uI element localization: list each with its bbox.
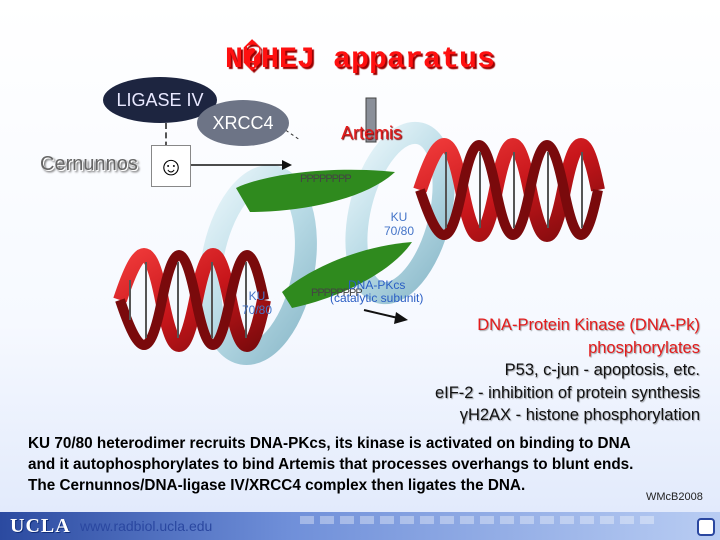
credit-label: WMcB2008 — [646, 491, 703, 503]
kinase-line1: DNA-Protein Kinase (DNA-Pk) — [477, 316, 700, 334]
cernunnos-face-icon: ☺ — [151, 145, 191, 187]
dnapkcs-label: DNA-PKcs (catalytic subunit) — [330, 279, 423, 305]
ku-label-right: KU 70/80 — [384, 210, 414, 238]
artemis-label: Artemis — [341, 123, 403, 143]
ku-right-line2: 70/80 — [384, 224, 415, 238]
cernunnos-label: Cernunnos — [40, 153, 138, 175]
ku-left-line1: KU — [248, 289, 266, 303]
dna-helix-left — [113, 248, 271, 352]
phospho-label-bottom: PPPPPPPP — [311, 287, 363, 299]
kinase-description: DNA-Protein Kinase (DNA-Pk) phosphorylat… — [340, 314, 700, 427]
ligase-connector — [165, 123, 167, 157]
footer-bar — [0, 512, 720, 540]
summary-line3: The Cernunnos/DNA-ligase IV/XRCC4 comple… — [28, 477, 526, 494]
ku-ring-right — [345, 121, 455, 305]
window-corner-icon — [697, 518, 715, 536]
dna-helix-right — [413, 138, 605, 242]
dnapkcs-crescent-bottom — [282, 242, 412, 308]
summary-paragraph: KU 70/80 heterodimer recruits DNA-PKcs, … — [28, 433, 698, 496]
kinase-line5: γH2AX - histone phosphorylation — [340, 404, 700, 427]
phospho-label-top: PPPPPPPP — [300, 173, 352, 185]
ku-left-line2: 70/80 — [241, 303, 273, 317]
ucla-logo-icon: UCLA — [10, 515, 71, 537]
slide-title: N�HEJ apparatus — [224, 43, 496, 77]
xrcc4-node: XRCC4 — [197, 100, 289, 146]
kinase-line3: P53, c-jun - apoptosis, etc. — [504, 361, 700, 379]
dnapkcs-line1: DNA-PKcs — [348, 278, 406, 292]
footer-decoration — [300, 516, 654, 524]
ku-right-line1: KU — [390, 210, 408, 224]
dnapkcs-line2: (catalytic subunit) — [330, 291, 424, 305]
kinase-line4: eIF-2 - inhibition of protein synthesis — [434, 383, 700, 402]
summary-line2: and it autophosphorylates to bind Artemi… — [28, 456, 634, 473]
artemis-bar — [365, 97, 377, 143]
ku-label-left: KU 70/80 — [240, 289, 274, 317]
footer-url[interactable]: www.radbiol.ucla.edu — [80, 518, 213, 534]
summary-line1: KU 70/80 heterodimer recruits DNA-PKcs, … — [28, 435, 631, 452]
kinase-line2: phosphorylates — [588, 338, 700, 357]
gamma-symbol: γ — [459, 406, 468, 424]
kinase-line5-text: H2AX - histone phosphorylation — [467, 406, 700, 424]
dnapkcs-crescent-top — [236, 169, 395, 212]
